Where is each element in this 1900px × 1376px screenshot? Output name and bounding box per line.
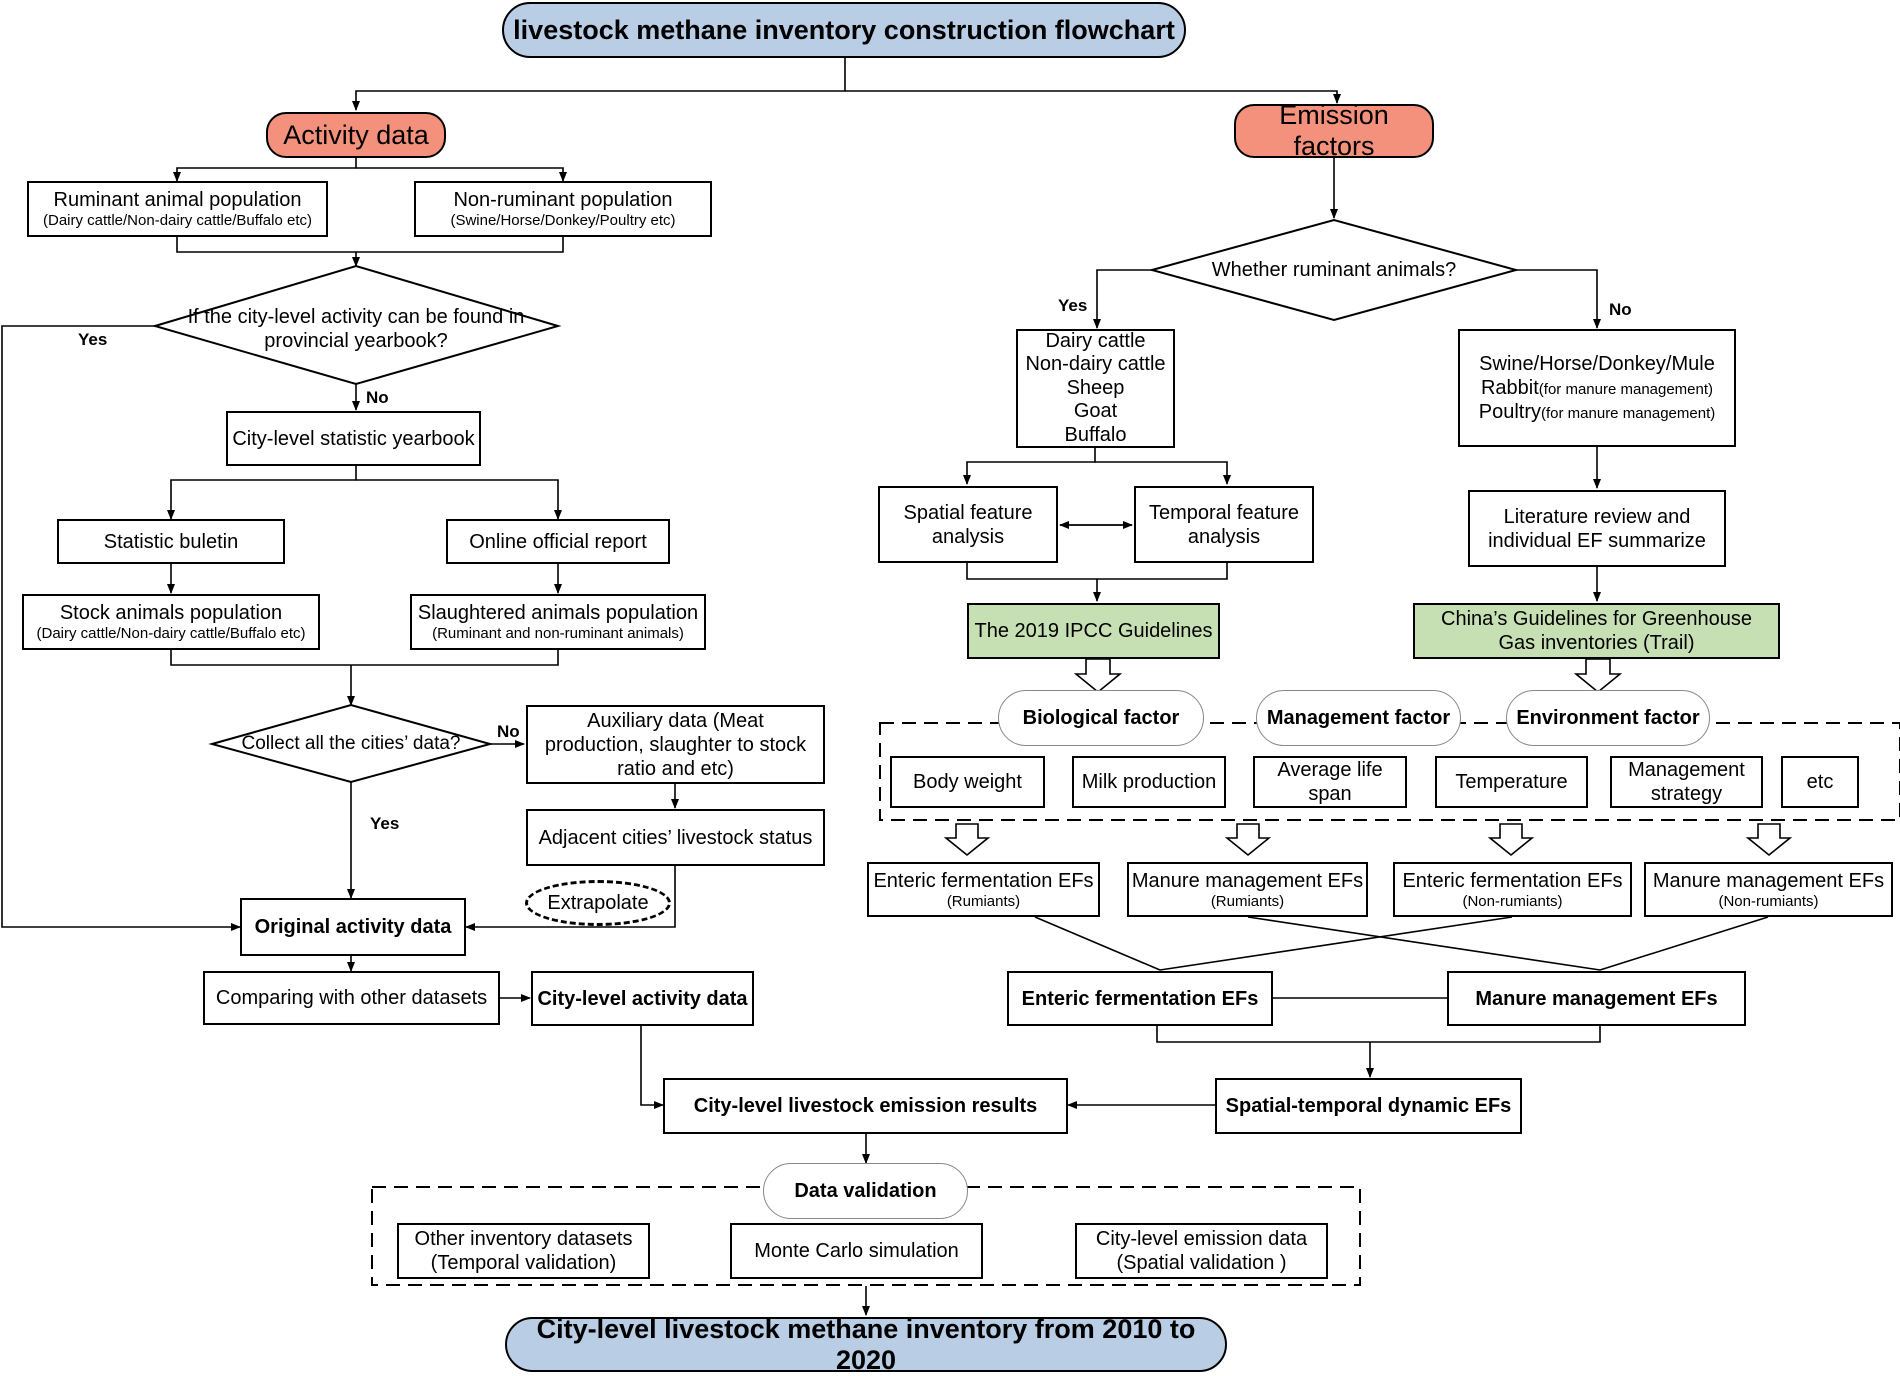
china-guidelines-box: China’s Guidelines for Greenhouse Gas in… [1413, 603, 1780, 659]
monte-carlo-box: Monte Carlo simulation [730, 1223, 983, 1279]
diamond-shape-provincial [151, 264, 562, 386]
city-emission-label: City-level emission data [1095, 1228, 1308, 1250]
other-inventory-sub: (Temporal validation) [430, 1252, 617, 1274]
spatial-analysis-box: Spatial feature analysis [878, 486, 1058, 563]
factor-life-span: Average life span [1253, 756, 1407, 808]
dynamic-efs-box: Spatial-temporal dynamic EFs [1215, 1078, 1522, 1134]
ef-enteric-nonruminants: Enteric fermentation EFs (Non-rumiants) [1393, 862, 1632, 917]
nonruminant-population-box: Non-ruminant population (Swine/Horse/Don… [414, 181, 712, 237]
slaughtered-population-box: Slaughtered animals population (Ruminant… [410, 594, 706, 650]
temporal-analysis-box: Temporal feature analysis [1134, 486, 1314, 563]
ruminant-item: Non-dairy cattle [1025, 353, 1166, 376]
ruminant-population-sub: (Dairy cattle/Non-dairy cattle/Buffalo e… [43, 212, 312, 229]
city-activity-box: City-level activity data [531, 971, 754, 1026]
yes-label-ruminant: Yes [1058, 296, 1088, 315]
ipcc-guidelines-box: The 2019 IPCC Guidelines [967, 603, 1220, 659]
emission-results-box: City-level livestock emission results [663, 1078, 1068, 1134]
nonruminant-line-2: Rabbit(for manure management) [1481, 376, 1713, 400]
ef-label: Enteric fermentation EFs [873, 869, 1094, 892]
rabbit-label: Rabbit [1480, 377, 1539, 399]
nonruminant-population-label: Non-ruminant population [453, 189, 673, 211]
city-yearbook-box: City-level statistic yearbook [226, 411, 481, 466]
nonruminant-population-sub: (Swine/Horse/Donkey/Poultry etc) [450, 212, 676, 229]
factor-temperature: Temperature [1435, 756, 1588, 808]
ruminant-population-box: Ruminant animal population (Dairy cattle… [27, 181, 328, 237]
nonruminant-line-3: Poultry(for manure management) [1479, 400, 1716, 424]
online-report-box: Online official report [446, 519, 670, 564]
no-label-collect: No [497, 722, 520, 741]
final-inventory-pill: City-level livestock methane inventory f… [505, 1314, 1227, 1375]
manure-total-box: Manure management EFs [1447, 971, 1746, 1026]
stock-population-label: Stock animals population [59, 602, 283, 624]
diamond-shape-collect [208, 703, 494, 784]
environment-factor-pill: Environment factor [1506, 690, 1710, 746]
activity-data-pill: Activity data [266, 112, 446, 158]
city-emission-box: City-level emission data (Spatial valida… [1075, 1223, 1328, 1279]
slaughtered-population-sub: (Ruminant and non-ruminant animals) [432, 625, 684, 642]
data-validation-pill: Data validation [763, 1163, 968, 1219]
ef-label: Manure management EFs [1652, 869, 1885, 892]
ruminant-item: Sheep [1066, 376, 1125, 399]
ef-label: Manure management EFs [1131, 869, 1364, 892]
title-pill: livestock methane inventory construction… [502, 2, 1186, 58]
yes-label-collect: Yes [370, 814, 400, 833]
no-label-provincial: No [366, 388, 389, 407]
biological-factor-pill: Biological factor [998, 690, 1204, 746]
yes-label-provincial: Yes [78, 330, 108, 349]
ruminant-item: Dairy cattle [1045, 329, 1146, 352]
city-emission-sub: (Spatial validation ) [1116, 1252, 1287, 1274]
literature-review-box: Literature review and individual EF summ… [1468, 490, 1726, 567]
ef-sub: (Rumiants) [1210, 892, 1285, 910]
diamond-shape-ruminant [1148, 218, 1520, 322]
original-activity-box: Original activity data [240, 898, 466, 956]
ruminant-item: Goat [1073, 400, 1118, 423]
poultry-note: (for manure management) [1541, 405, 1716, 422]
ruminant-item: Buffalo [1064, 423, 1127, 446]
ef-label: Enteric fermentation EFs [1402, 869, 1623, 892]
auxiliary-data-box: Auxiliary data (Meat production, slaught… [526, 705, 825, 784]
ef-manure-nonruminants: Manure management EFs (Non-rumiants) [1644, 862, 1893, 917]
ruminant-question: Whether ruminant animals? [1211, 259, 1457, 281]
collect-cities-question: Collect all the cities’ data? [241, 732, 461, 754]
nonruminant-line-1: Swine/Horse/Donkey/Mule [1479, 353, 1715, 375]
stock-population-sub: (Dairy cattle/Non-dairy cattle/Buffalo e… [36, 625, 306, 642]
no-label-ruminant: No [1609, 300, 1632, 319]
adjacent-cities-box: Adjacent cities’ livestock status [526, 809, 825, 866]
ruminant-population-label: Ruminant animal population [53, 189, 302, 211]
poultry-label: Poultry [1478, 401, 1541, 423]
factor-management-strategy: Management strategy [1610, 756, 1763, 808]
ef-sub: (Non-rumiants) [1718, 892, 1819, 910]
ef-manure-ruminants: Manure management EFs (Rumiants) [1127, 862, 1368, 917]
factor-body-weight: Body weight [890, 756, 1045, 808]
slaughtered-population-label: Slaughtered animals population [417, 602, 699, 624]
statistic-bulletin-box: Statistic buletin [57, 519, 285, 564]
factor-milk-production: Milk production [1072, 756, 1226, 808]
stock-population-box: Stock animals population (Dairy cattle/N… [22, 594, 320, 650]
comparing-datasets-box: Comparing with other datasets [203, 971, 500, 1025]
management-factor-pill: Management factor [1256, 690, 1461, 746]
rabbit-note: (for manure management) [1538, 381, 1714, 398]
enteric-total-box: Enteric fermentation EFs [1007, 971, 1273, 1026]
nonruminant-list-box: Swine/Horse/Donkey/Mule Rabbit(for manur… [1458, 329, 1736, 447]
ef-sub: (Non-rumiants) [1462, 892, 1563, 910]
provincial-yearbook-question: If the city-level activity can be found … [187, 306, 525, 352]
ef-sub: (Rumiants) [946, 892, 1021, 910]
other-inventory-label: Other inventory datasets [414, 1228, 633, 1250]
other-inventory-box: Other inventory datasets (Temporal valid… [397, 1223, 650, 1279]
factor-etc: etc [1781, 756, 1859, 808]
emission-factors-pill: Emission factors [1234, 100, 1434, 161]
ef-enteric-ruminants: Enteric fermentation EFs (Rumiants) [867, 862, 1100, 917]
extrapolate-ellipse: Extrapolate [525, 880, 671, 926]
ruminant-list-box: Dairy cattle Non-dairy cattle Sheep Goat… [1016, 329, 1175, 448]
